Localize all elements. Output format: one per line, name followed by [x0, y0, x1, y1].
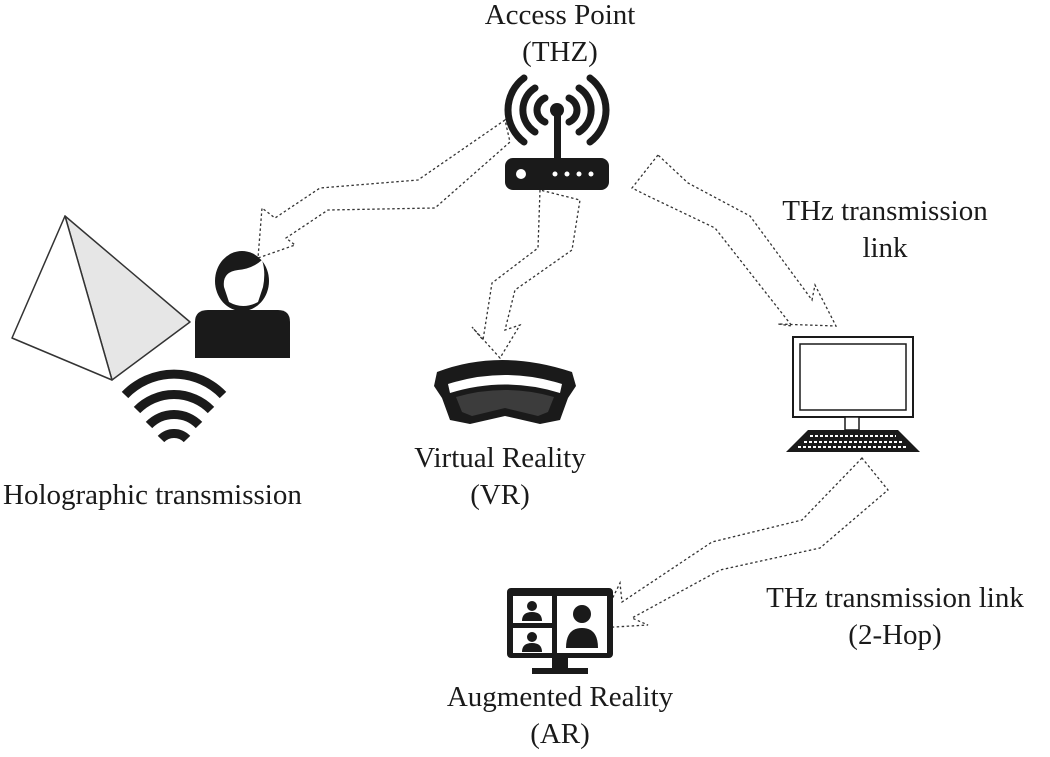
thz-link-2hop-line2: (2-Hop) [848, 619, 942, 651]
ar-subtitle: (AR) [530, 718, 590, 750]
access-point-label: Access Point (THZ) [460, 0, 660, 71]
thz-link-2hop-label: THz transmission link (2-Hop) [740, 580, 1050, 654]
thz-link-to-holographic [257, 118, 511, 259]
thz-link-2hop-to-ar [596, 457, 889, 629]
holographic-label: Holographic transmission [3, 479, 302, 511]
hologram-pyramid-icon [11, 215, 191, 381]
video-conference-screen-icon [507, 588, 613, 674]
vr-title: Virtual Reality [414, 442, 586, 474]
thz-link-label: THz transmission link [750, 193, 1020, 267]
thz-link-2hop-line1: THz transmission link [766, 582, 1024, 614]
thz-link-line1: THz transmission [782, 195, 988, 227]
thz-link-to-vr [471, 189, 581, 360]
thz-link-to-computer [630, 154, 838, 327]
wifi-router-icon [504, 74, 610, 190]
user-icon [195, 251, 290, 358]
access-point-subtitle: (THZ) [522, 36, 598, 68]
wifi-signal-icon [121, 369, 227, 443]
desktop-computer-icon [786, 336, 920, 452]
vr-label: Virtual Reality (VR) [395, 440, 605, 514]
access-point-title: Access Point [484, 0, 636, 31]
vr-headset-icon [434, 360, 576, 424]
thz-link-line2: link [862, 232, 908, 264]
ar-label: Augmented Reality (AR) [420, 679, 700, 753]
ar-title: Augmented Reality [446, 681, 674, 713]
vr-subtitle: (VR) [470, 479, 530, 511]
